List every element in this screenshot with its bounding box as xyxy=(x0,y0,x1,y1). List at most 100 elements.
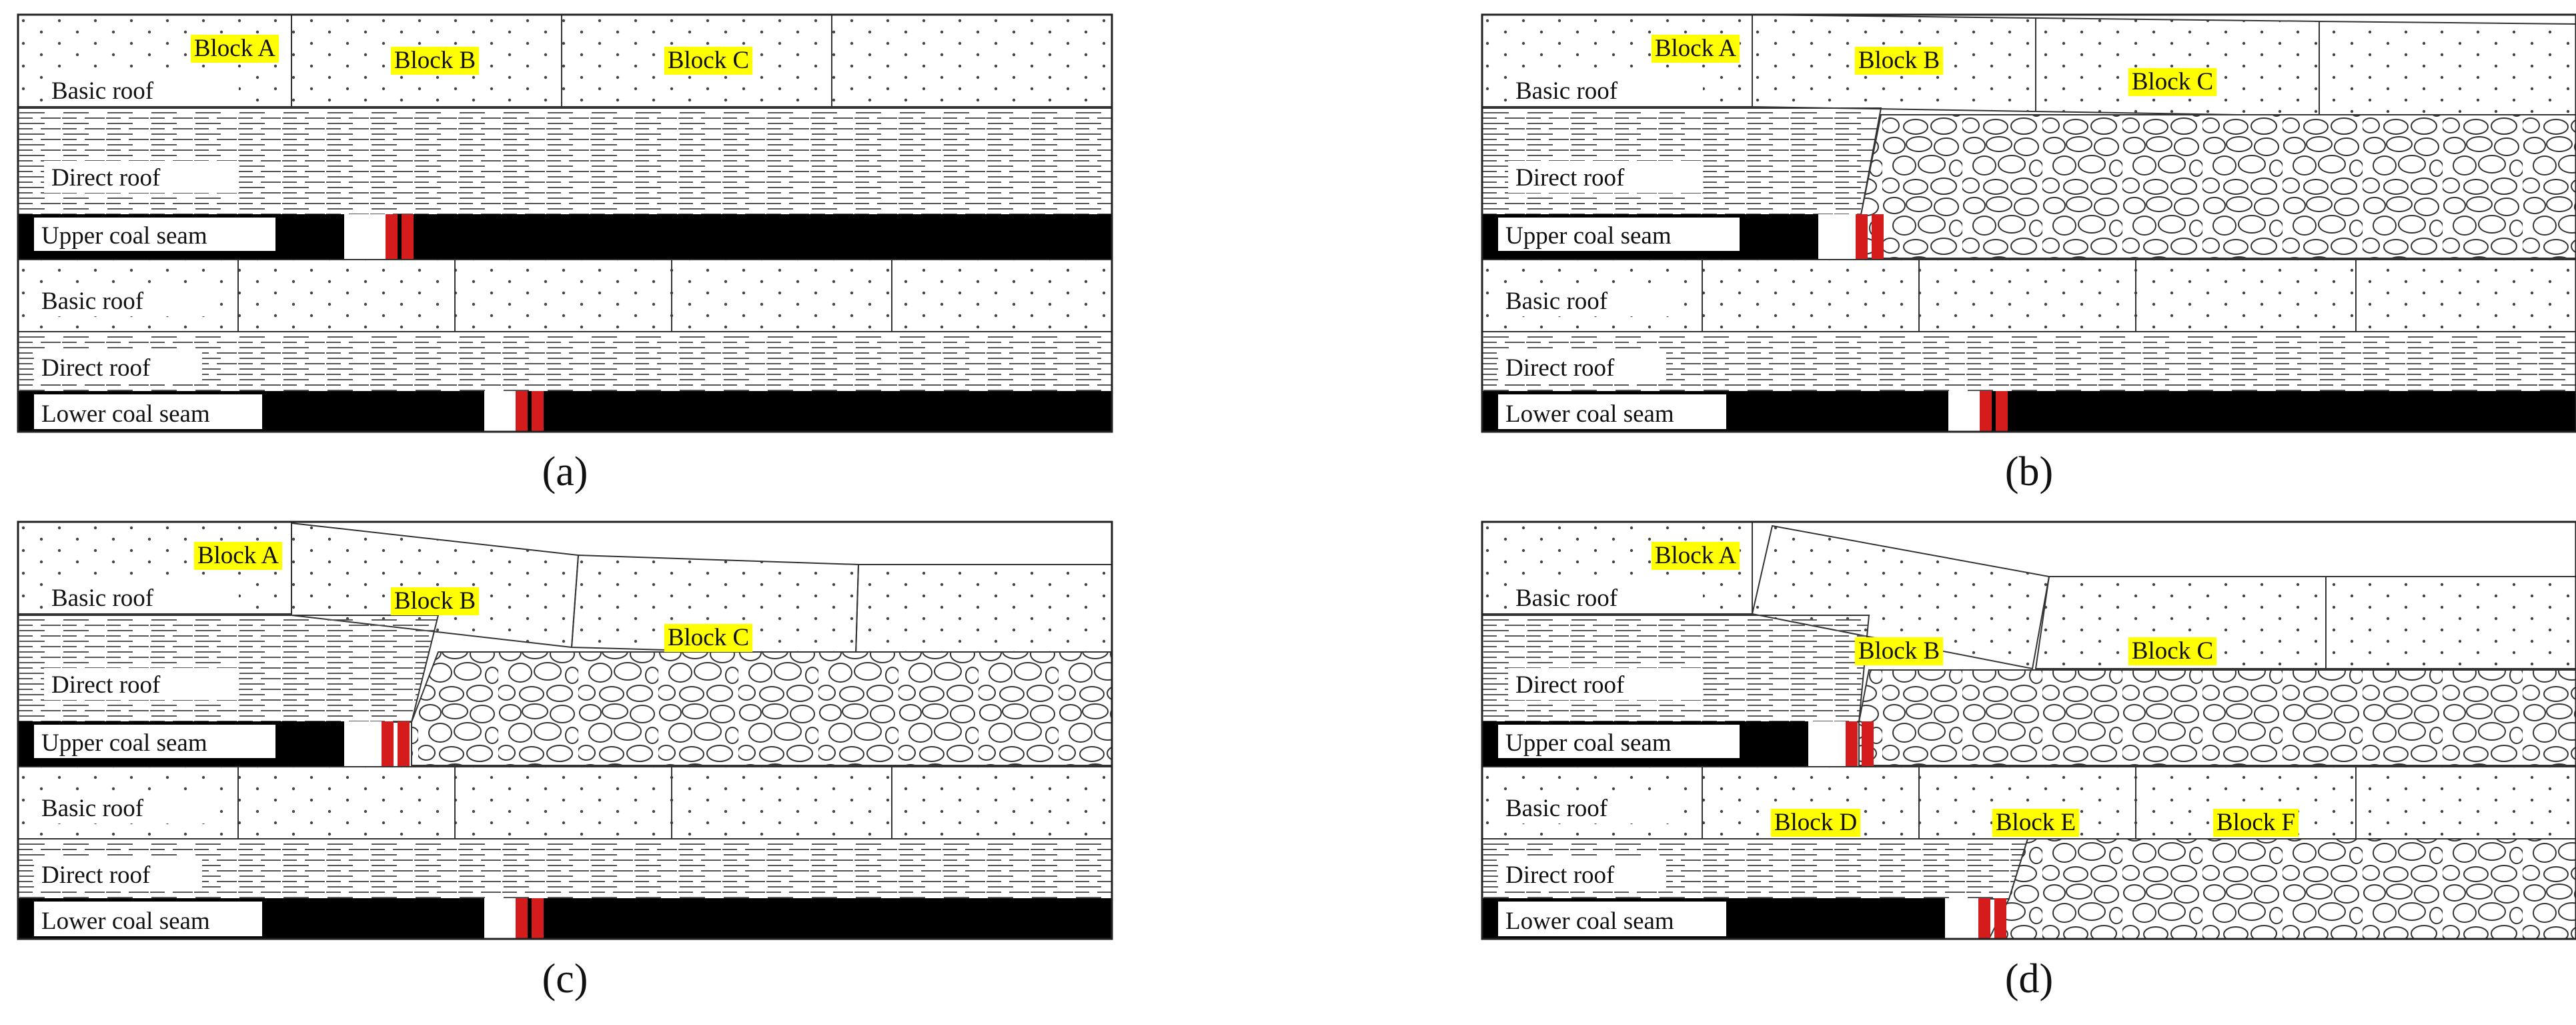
lower-roadway xyxy=(484,391,516,432)
upper-hydraulic-support-leg-1 xyxy=(382,721,394,766)
upper-hydraulic-support xyxy=(386,214,414,259)
layer-label-lower-direct-roof: Direct roof xyxy=(1505,862,1615,889)
layer-label-upper-basic-roof: Basic roof xyxy=(1515,77,1618,105)
layer-label-upper-basic-roof-box xyxy=(1508,581,1703,613)
layer-label-lower-direct-roof: Direct roof xyxy=(41,862,151,889)
block-label-block-a: Block A xyxy=(1655,35,1737,62)
lower-hydraulic-support-leg-1 xyxy=(1980,391,1992,432)
lower-basic-roof-block-5 xyxy=(2355,259,2576,332)
lower-hydraulic-support-leg-2 xyxy=(532,391,544,432)
lower-roadway xyxy=(1948,391,1980,432)
block-label-block-a-highlight xyxy=(190,35,279,63)
layer-label-upper-direct-roof: Direct roof xyxy=(51,671,161,699)
layer-label-lower-coal-seam-box xyxy=(34,902,262,936)
layer-label-upper-direct-roof-box xyxy=(1508,668,1703,700)
block-label-block-e: Block E xyxy=(1996,809,2076,836)
layer-label-upper-direct-roof-box xyxy=(1508,161,1703,193)
layer-label-lower-direct-roof-box xyxy=(34,858,202,890)
layer-label-lower-direct-roof-box xyxy=(34,351,202,383)
upper-hydraulic-support-leg-1 xyxy=(386,214,398,259)
panel-caption-a: (a) xyxy=(542,449,588,494)
upper-basic-roof-block-2 xyxy=(1751,525,2050,670)
panel-frame xyxy=(1481,521,2576,940)
layer-label-upper-basic-roof: Basic roof xyxy=(51,77,154,105)
lower-roadway xyxy=(1945,898,1980,940)
lower-basic-roof-block-5 xyxy=(891,766,1113,839)
block-label-block-c-highlight xyxy=(2128,637,2217,665)
block-label-block-b: Block B xyxy=(394,587,476,615)
block-label-block-a-highlight xyxy=(1651,542,1740,570)
layer-label-lower-basic-roof-box xyxy=(1498,791,1680,823)
lower-basic-roof-block-3 xyxy=(454,766,672,839)
panel-frame xyxy=(1481,13,2576,433)
layer-label-upper-direct-roof-box xyxy=(44,668,239,700)
block-label-block-a: Block A xyxy=(194,35,276,62)
layer-label-lower-coal-seam: Lower coal seam xyxy=(1505,908,1674,935)
upper-hydraulic-support-leg-2 xyxy=(1862,721,1874,766)
lower-gob-caved-zone xyxy=(1988,838,2576,940)
lower-basic-roof-block-4 xyxy=(2135,259,2357,332)
block-label-block-b: Block B xyxy=(1858,637,1940,665)
layer-label-upper-coal-seam-box xyxy=(34,725,275,758)
layer-label-lower-coal-seam: Lower coal seam xyxy=(41,908,210,935)
upper-hydraulic-support-leg-2 xyxy=(398,721,410,766)
layer-label-upper-coal-seam-box xyxy=(1498,725,1740,758)
lower-basic-roof-block-5 xyxy=(2355,766,2576,839)
block-label-block-d-highlight xyxy=(1770,809,1861,837)
upper-hydraulic-support xyxy=(382,721,410,766)
upper-gob-caved-zone xyxy=(1858,669,2576,766)
panel-caption-c: (c) xyxy=(542,956,588,1002)
block-label-block-a-highlight xyxy=(193,542,283,570)
block-label-block-f-highlight xyxy=(2212,809,2299,837)
upper-roadway xyxy=(344,214,386,259)
lower-hydraulic-support xyxy=(1980,391,2008,432)
layer-label-upper-basic-roof-box xyxy=(44,74,239,106)
layer-label-upper-basic-roof-box xyxy=(1508,74,1703,106)
block-label-block-b-highlight xyxy=(390,47,480,75)
upper-hydraulic-support-leg-2 xyxy=(1872,214,1884,259)
lower-basic-roof-block-4 xyxy=(671,259,892,332)
upper-roadway xyxy=(1818,214,1857,259)
layer-label-lower-basic-roof-box xyxy=(34,791,215,823)
layer-label-lower-coal-seam-box xyxy=(1498,394,1726,429)
block-label-block-d: Block D xyxy=(1774,809,1857,836)
layer-label-lower-direct-roof: Direct roof xyxy=(1505,354,1615,382)
block-label-block-c: Block C xyxy=(2132,637,2213,665)
upper-hydraulic-support-leg-1 xyxy=(1856,214,1868,259)
layer-label-lower-coal-seam: Lower coal seam xyxy=(1505,400,1674,428)
lower-basic-roof-block-2 xyxy=(237,259,456,332)
block-label-block-c: Block C xyxy=(668,47,749,74)
panel-frame xyxy=(17,13,1113,433)
block-label-block-a-highlight xyxy=(1651,35,1740,63)
layer-label-lower-direct-roof: Direct roof xyxy=(41,354,151,382)
panel-frame xyxy=(17,521,1113,940)
block-label-block-b-highlight xyxy=(390,587,480,615)
layer-label-lower-coal-seam-box xyxy=(1498,902,1726,936)
upper-hydraulic-support xyxy=(1846,721,1874,766)
layer-label-upper-basic-roof: Basic roof xyxy=(51,585,154,612)
upper-roadway xyxy=(1808,721,1847,766)
block-label-block-b-highlight xyxy=(1854,47,1944,75)
layer-label-lower-direct-roof-box xyxy=(1498,858,1666,890)
upper-basic-roof-block-4 xyxy=(2319,20,2576,119)
layer-label-lower-basic-roof: Basic roof xyxy=(1505,795,1608,822)
block-label-block-c-highlight xyxy=(2128,68,2217,96)
block-label-block-e-highlight xyxy=(1992,809,2080,837)
upper-gob-caved-zone xyxy=(1860,114,2576,259)
lower-hydraulic-support xyxy=(1978,898,2006,940)
block-label-block-c: Block C xyxy=(2132,68,2213,95)
block-label-block-f: Block F xyxy=(2216,809,2295,836)
layer-label-upper-direct-roof-box xyxy=(44,161,239,193)
upper-gob-caved-zone xyxy=(411,651,1113,766)
lower-roadway xyxy=(484,898,516,940)
layer-label-upper-coal-seam: Upper coal seam xyxy=(41,222,207,250)
layer-label-upper-direct-roof: Direct roof xyxy=(51,164,161,192)
layer-label-lower-basic-roof: Basic roof xyxy=(41,288,144,315)
layer-label-lower-coal-seam-box xyxy=(34,394,262,429)
block-label-block-c-highlight xyxy=(664,624,753,652)
upper-basic-roof-block-3 xyxy=(2035,17,2320,117)
panel-caption-b: (b) xyxy=(2005,449,2053,494)
